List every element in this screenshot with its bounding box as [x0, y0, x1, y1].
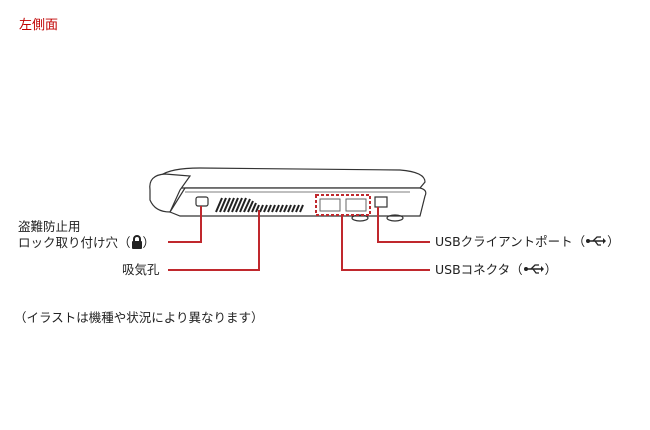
- illustration-note: （イラストは機種や状況により異なります）: [14, 310, 264, 325]
- usb-client-text: USBクライアントポート（: [435, 234, 586, 249]
- vent-slots: [215, 197, 304, 213]
- usb-icon: [585, 235, 607, 250]
- page-title: 左側面: [19, 18, 59, 33]
- usb-connector-label: USBコネクタ（ ）: [435, 263, 557, 278]
- laptop-body: [149, 167, 427, 222]
- callout-lines: [168, 206, 430, 271]
- usb-connector-close: ）: [544, 262, 558, 277]
- usb-icon: [523, 263, 545, 278]
- usb-connector-text: USBコネクタ（: [435, 262, 523, 277]
- lock-label-close: ）: [142, 235, 156, 250]
- usb-client-label: USBクライアントポート（ ）: [435, 235, 620, 250]
- usb-client-close: ）: [607, 234, 620, 249]
- vent-label: 吸気孔: [122, 262, 160, 277]
- lock-label-text: ロック取り付け穴（: [18, 235, 131, 250]
- usb-client-port: [374, 196, 388, 208]
- lock-label-line1: 盗難防止用: [18, 219, 81, 234]
- lock-icon: [131, 235, 143, 252]
- usb-ports: [319, 198, 367, 212]
- lock-label-line2: ロック取り付け穴（ ）: [18, 235, 155, 252]
